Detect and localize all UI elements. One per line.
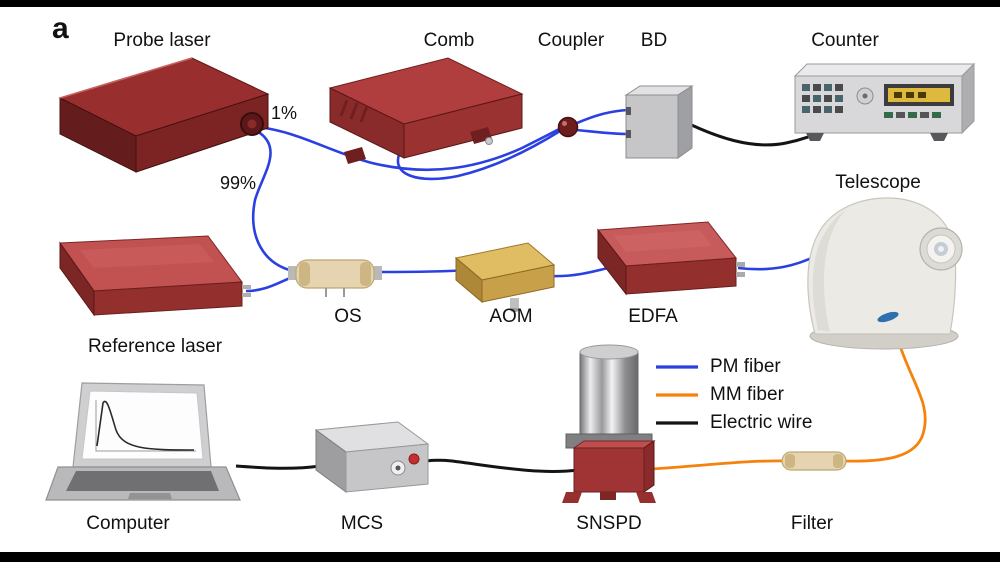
telescope-logo <box>877 311 899 323</box>
os-ferrule-right <box>374 266 382 280</box>
os-pins <box>325 288 345 297</box>
legend-item-electric-wire: Electric wire <box>654 412 812 434</box>
pm-fiber-coupler-to-bd-upper <box>576 108 629 125</box>
edfa-pin-lower <box>736 272 745 277</box>
counter-device <box>793 62 976 141</box>
snspd-leg-right <box>636 492 656 503</box>
counter-function-keys <box>884 112 941 118</box>
legend-item-pm-fiber: PM fiber <box>654 356 812 378</box>
laptop-trackpad <box>128 493 172 499</box>
split-ratio-1pct: 1% <box>270 103 298 123</box>
bd-input-port-lower <box>626 130 631 138</box>
snspd-leg-left <box>562 492 582 503</box>
reference-laser-pin-lower <box>242 293 251 297</box>
snspd-label: SNSPD <box>576 513 642 534</box>
mcs-red-connector <box>408 453 420 465</box>
telescope-device <box>807 197 963 350</box>
bd-device <box>624 85 694 159</box>
comb-screw <box>485 137 493 145</box>
snspd-device <box>562 344 656 503</box>
mcs-device <box>314 421 430 493</box>
counter-foot-right <box>930 133 948 141</box>
edfa-pin-upper <box>736 262 745 267</box>
os-ferrule-left <box>288 266 296 280</box>
aom-rf-connector <box>510 298 519 309</box>
electric-wire-mcs-to-computer <box>235 464 321 470</box>
counter-label: Counter <box>811 30 879 51</box>
mm-fiber-telescope-to-snspd <box>649 339 927 471</box>
comb-device <box>328 57 524 164</box>
pm-fiber-legend-label: PM fiber <box>710 356 781 377</box>
bd-input-port-upper <box>626 107 631 115</box>
edfa-device <box>597 221 745 296</box>
snspd-leg-center <box>600 492 616 500</box>
laptop-screen <box>81 390 204 460</box>
fiber-legend: PM fiber MM fiber Electric wire <box>654 356 812 440</box>
os-label: OS <box>334 306 362 327</box>
pm-fiber-probe-tap-to-coupler <box>257 125 562 172</box>
comb-foot-left <box>344 147 366 164</box>
pm-fiber-swatch <box>656 365 698 369</box>
os-device <box>288 259 382 297</box>
telescope-body <box>807 197 957 335</box>
reference-laser-label: Reference laser <box>87 336 223 357</box>
pm-fiber-comb-to-coupler <box>396 129 561 181</box>
laptop-keyboard <box>66 471 219 491</box>
mm-fiber-swatch <box>656 393 698 397</box>
electric-wire-swatch <box>656 421 698 425</box>
legend-item-mm-fiber: MM fiber <box>654 384 812 406</box>
reference-laser-device <box>59 235 251 317</box>
comb-vents <box>339 99 369 123</box>
probe-laser-label: Probe laser <box>113 30 211 51</box>
counter-button-grid <box>802 84 843 113</box>
top-letterbox-bar <box>0 0 1000 7</box>
telescope-label: Telescope <box>835 172 921 193</box>
pm-fiber-probe-to-os <box>251 129 299 274</box>
edfa-label: EDFA <box>628 306 678 327</box>
filter-device <box>781 451 847 471</box>
screen-plot-curve <box>96 400 195 451</box>
counter-foot-left <box>806 133 824 141</box>
computer-label: Computer <box>86 513 170 534</box>
wires <box>235 108 927 473</box>
filter-label: Filter <box>790 513 834 534</box>
reference-laser-pin-upper <box>242 285 251 289</box>
snspd-cryostat-cylinder <box>579 351 639 437</box>
computer-device <box>45 382 241 501</box>
split-ratio-99pct: 99% <box>219 173 257 193</box>
electric-wire-snspd-to-mcs <box>425 458 579 473</box>
pm-fiber-coupler-to-bd-lower <box>576 128 629 136</box>
panel-label: a <box>52 12 69 45</box>
bottom-letterbox-bar <box>0 552 1000 562</box>
coupler-device <box>557 116 579 138</box>
mcs-label: MCS <box>340 513 384 534</box>
aom-device <box>454 242 556 312</box>
comb-label: Comb <box>423 30 475 51</box>
screen-plot-axes <box>95 400 196 452</box>
bd-label: BD <box>640 30 668 51</box>
snspd-housing <box>573 447 645 493</box>
electric-wire-legend-label: Electric wire <box>710 412 813 433</box>
probe-laser-device <box>58 57 270 173</box>
aom-label: AOM <box>489 306 533 327</box>
coupler-label: Coupler <box>537 30 605 51</box>
mm-fiber-legend-label: MM fiber <box>710 384 784 405</box>
